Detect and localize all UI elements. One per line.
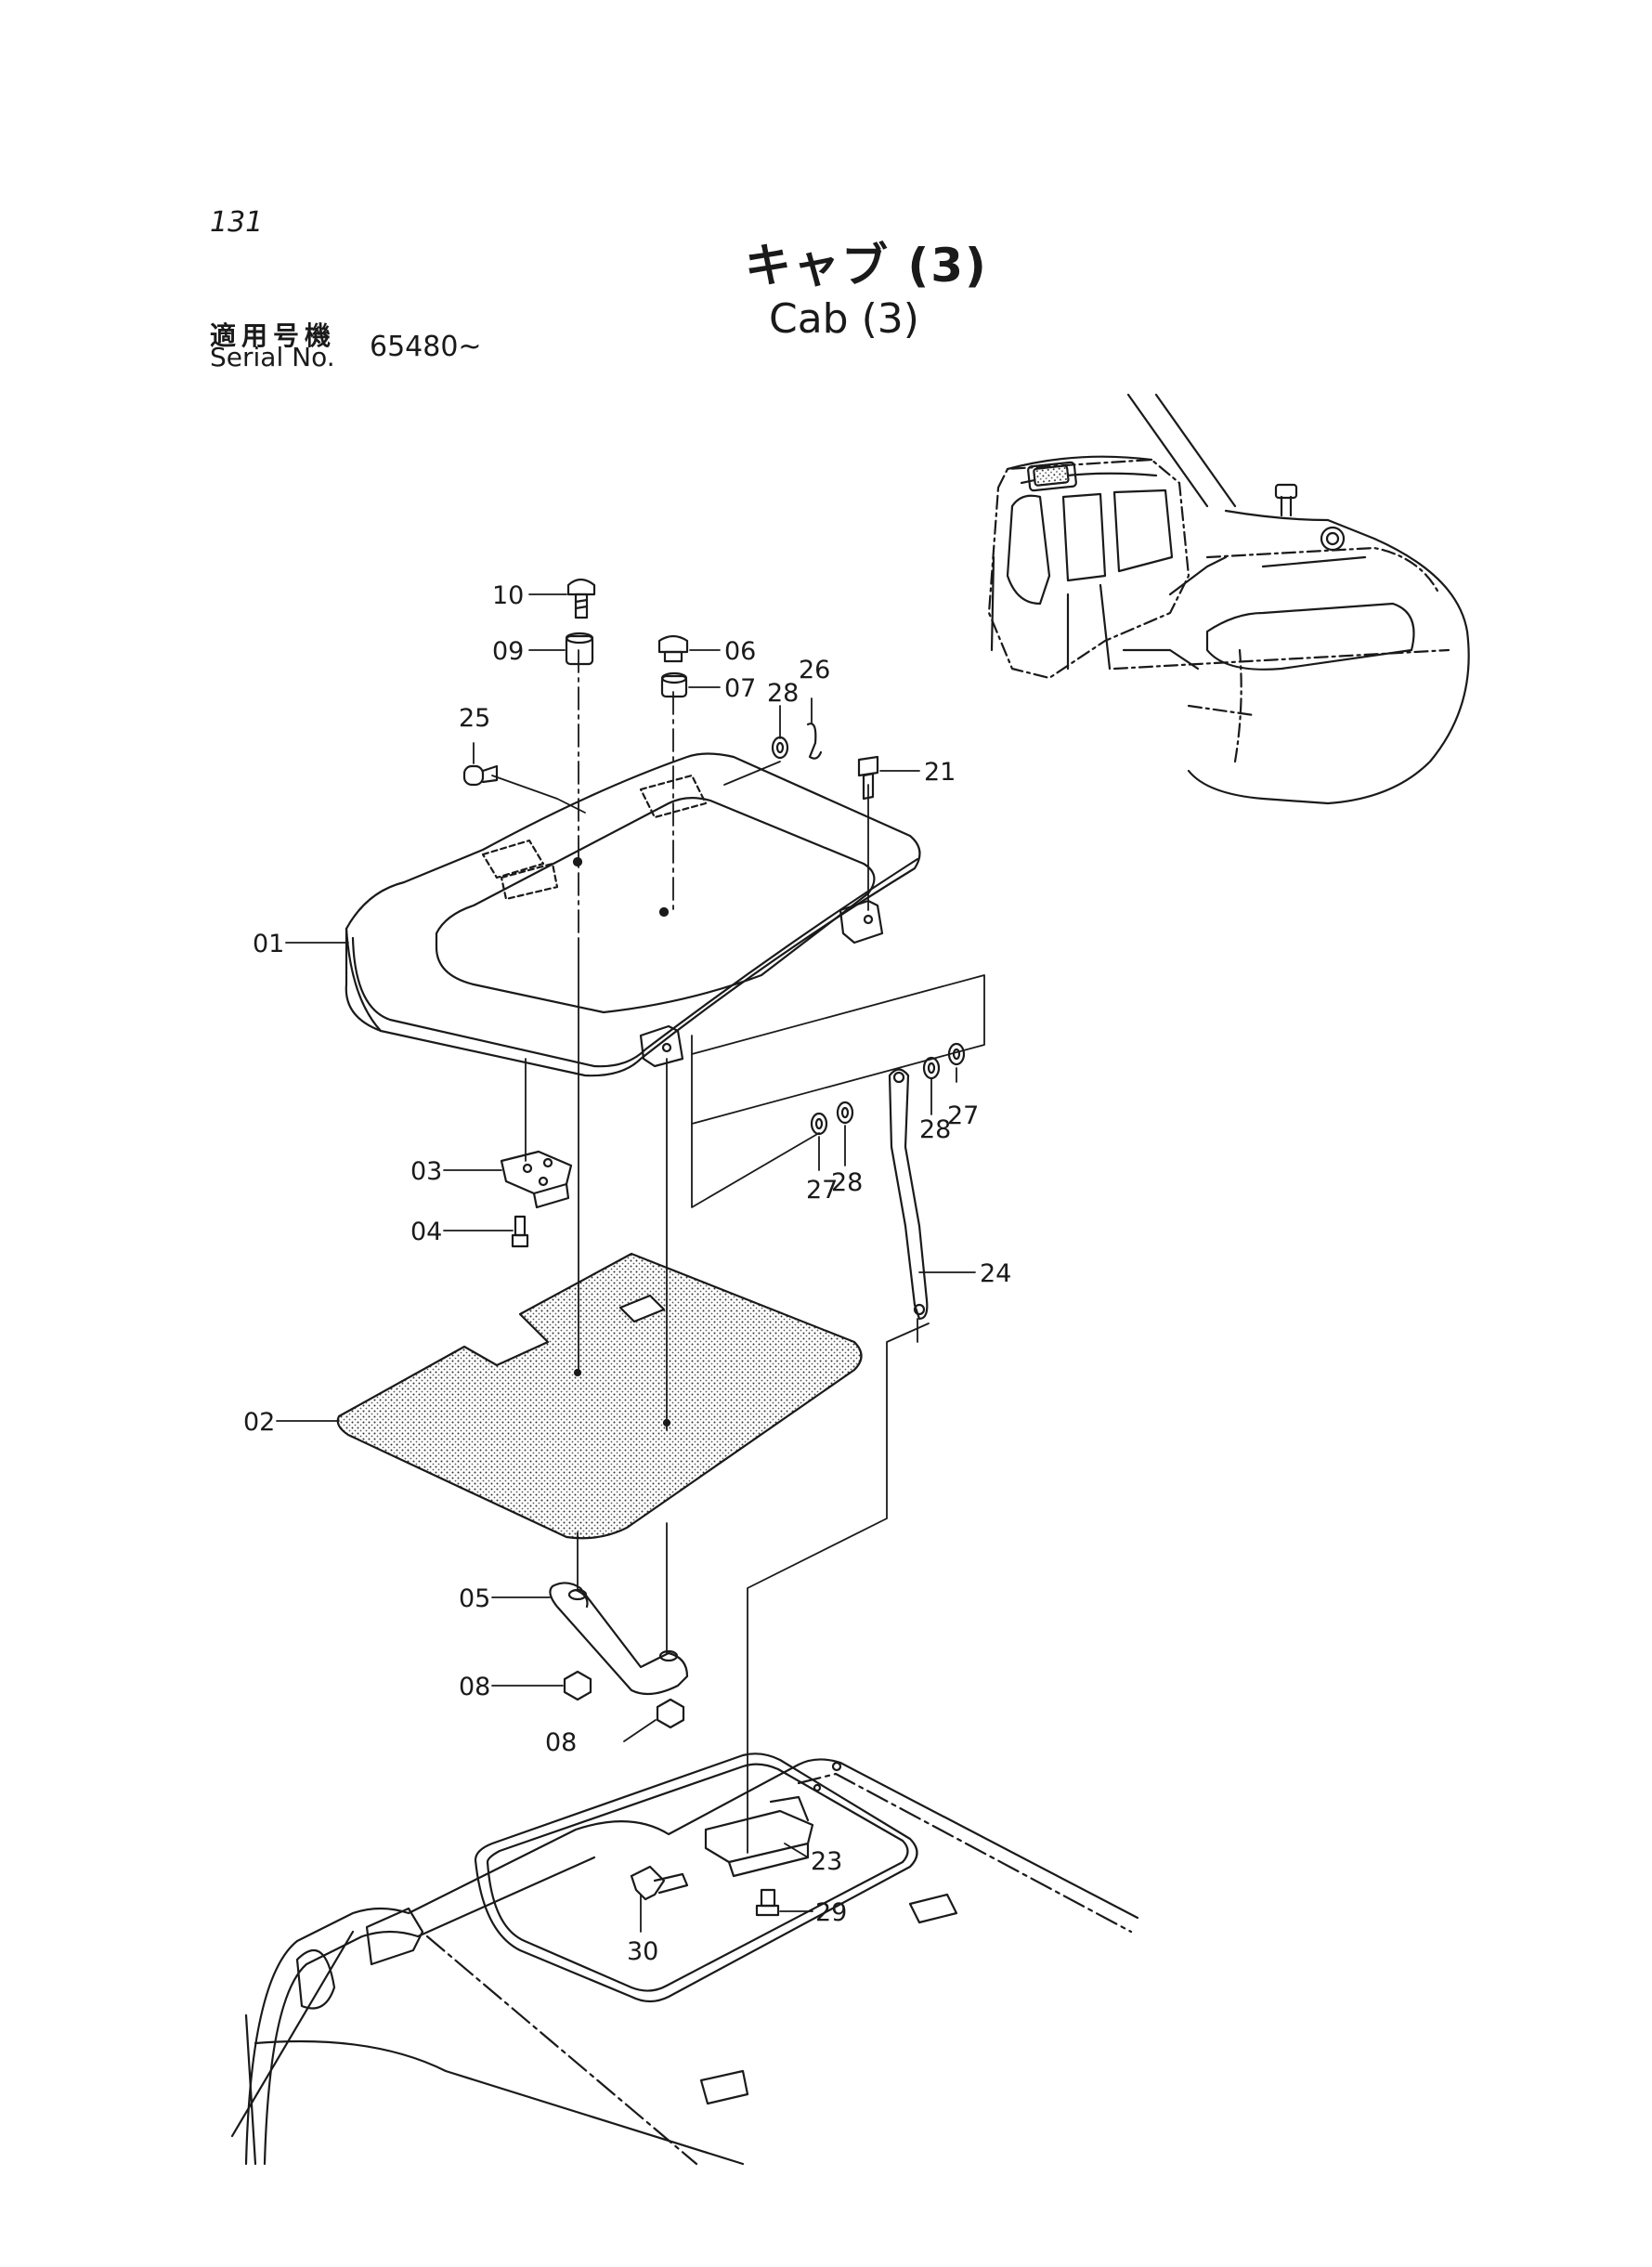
- page-number: 131: [210, 206, 264, 239]
- pin-25: [462, 764, 499, 787]
- bracket-03: [500, 1150, 573, 1209]
- callout-02: 02: [243, 1408, 275, 1437]
- callout-07: 07: [724, 674, 756, 703]
- roof-hatch-cover: [345, 752, 921, 1077]
- cap-06: [657, 634, 689, 663]
- callout-28: 28: [767, 679, 799, 708]
- callout-09: 09: [492, 637, 524, 666]
- callout-03: 03: [410, 1157, 442, 1186]
- callout-24: 24: [980, 1259, 1011, 1288]
- title-japanese: キャブ (3): [745, 239, 988, 293]
- title-english: Cab (3): [769, 295, 919, 343]
- knob-30: [630, 1865, 689, 1901]
- floor-mat: [336, 1252, 863, 1540]
- handle-05: [549, 1582, 689, 1696]
- callout-25: 25: [459, 704, 490, 733]
- callout-27: 27: [947, 1101, 979, 1130]
- serial-number-range: 65480~: [370, 331, 482, 363]
- callout-06: 06: [724, 637, 756, 666]
- callout-labels: 10 09 06 07 28 26 25 21 01 28 27 03 27 2…: [243, 581, 1011, 1966]
- callout-29: 29: [815, 1898, 847, 1927]
- callout-28: 28: [831, 1168, 863, 1197]
- latch-23: [704, 1795, 814, 1878]
- callout-08: 08: [545, 1728, 577, 1757]
- bolt-21: [857, 755, 879, 801]
- excavator-overview-illustration: [987, 393, 1470, 805]
- callout-28: 28: [919, 1115, 951, 1144]
- callout-26: 26: [799, 656, 830, 684]
- nut-08-a: [563, 1670, 592, 1701]
- cab-roof-frame: [230, 1752, 1139, 2166]
- callout-30: 30: [627, 1937, 658, 1966]
- washer-27-left: [810, 1112, 828, 1136]
- callout-08: 08: [459, 1673, 490, 1701]
- callout-05: 05: [459, 1584, 490, 1613]
- stay-24: [888, 1068, 929, 1321]
- clip-26: [806, 723, 823, 760]
- washer-28-top: [771, 736, 789, 760]
- callout-21: 21: [924, 758, 956, 787]
- explode-lines: [491, 649, 985, 1854]
- nut-08-b: [656, 1698, 685, 1729]
- screw-10: [566, 578, 596, 619]
- spacer-09: [565, 632, 594, 666]
- bolt-04: [511, 1215, 529, 1248]
- callout-10: 10: [492, 581, 524, 610]
- washer-28-left: [836, 1101, 854, 1125]
- serial-label-english: Serial No.: [210, 342, 335, 372]
- bolt-29: [755, 1888, 780, 1917]
- leader-lines: [276, 593, 976, 1933]
- serial-label-japanese: 適用号機: [210, 320, 337, 351]
- callout-23: 23: [811, 1847, 842, 1876]
- callout-27: 27: [806, 1176, 838, 1205]
- callout-04: 04: [410, 1218, 442, 1246]
- washer-28-right: [922, 1056, 941, 1080]
- grommet-07: [660, 671, 688, 698]
- callout-01: 01: [253, 930, 284, 958]
